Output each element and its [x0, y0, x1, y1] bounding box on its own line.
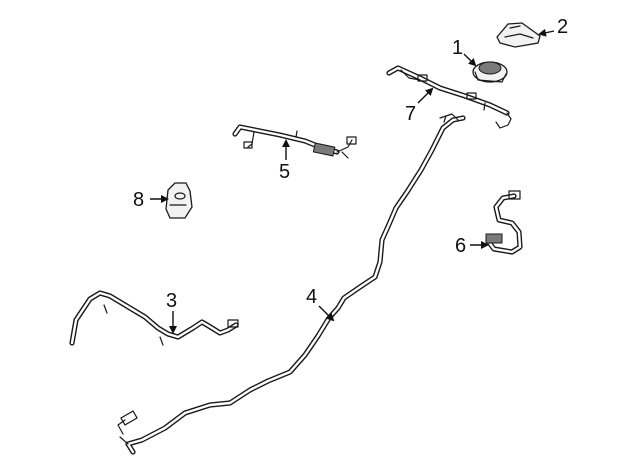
- leader-4: [318, 305, 335, 322]
- callout-2: 2: [557, 16, 568, 38]
- part-4-long-cable: [117, 113, 466, 455]
- callout-8: 8: [133, 189, 144, 211]
- callout-7: 7: [405, 103, 416, 125]
- part-8-bracket: [165, 182, 193, 219]
- leader-7: [417, 87, 434, 104]
- part-5-harness: [232, 124, 357, 159]
- part-7-roof-harness: [386, 65, 512, 129]
- leader-1: [463, 53, 477, 67]
- callout-6: 6: [455, 235, 466, 257]
- part-1-antenna-base: [472, 61, 508, 83]
- part-3-cable: [69, 290, 239, 346]
- callout-3: 3: [166, 290, 177, 312]
- callout-1: 1: [452, 37, 463, 59]
- part-6-short-cable: [485, 190, 523, 255]
- callout-5: 5: [279, 161, 290, 183]
- leader-2: [538, 28, 555, 37]
- callout-4: 4: [306, 286, 317, 308]
- part-2-antenna-cover: [496, 22, 541, 48]
